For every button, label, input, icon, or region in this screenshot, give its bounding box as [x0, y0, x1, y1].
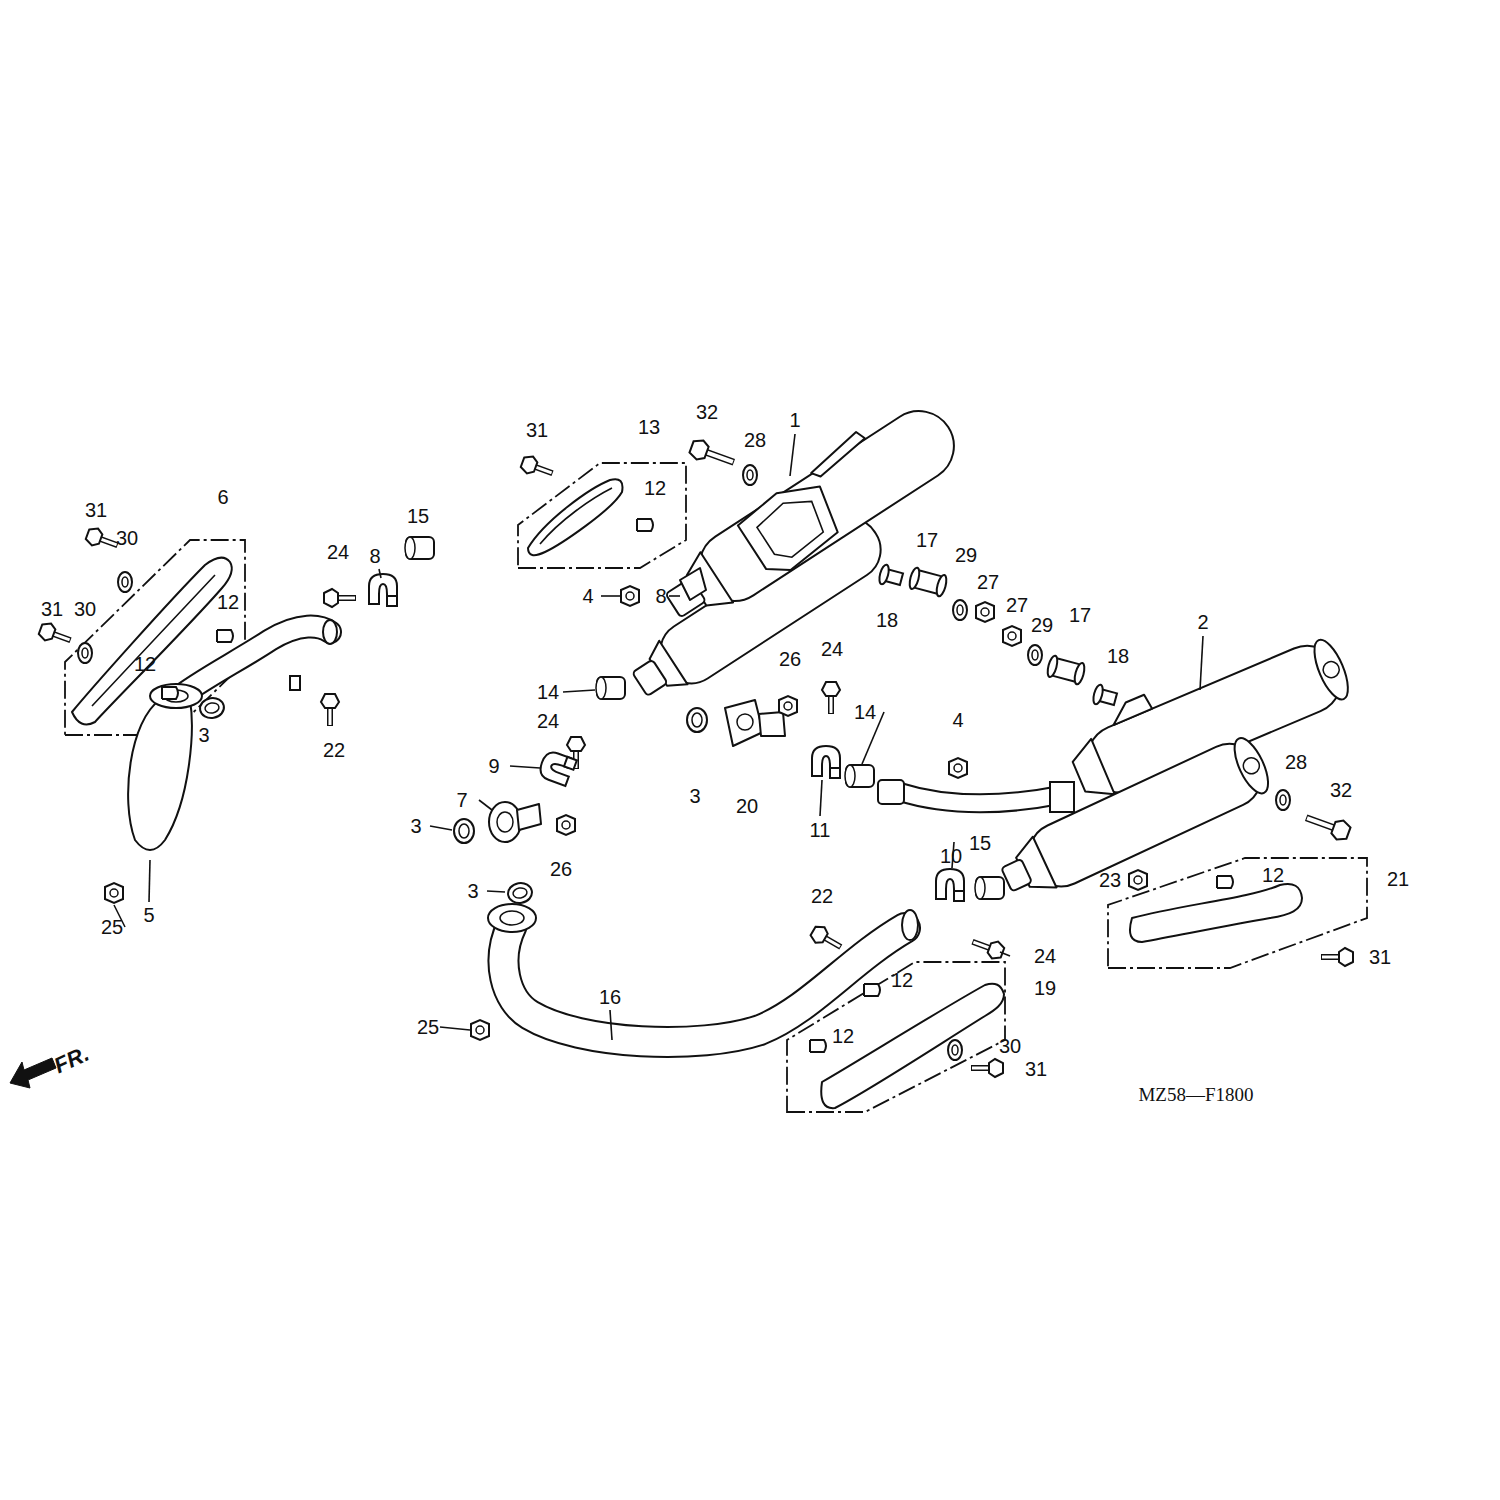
callout-number: 16: [598, 986, 622, 1008]
callout-number: 8: [368, 545, 381, 567]
callout-number: 18: [1106, 645, 1130, 667]
callout-number: 12: [643, 477, 667, 499]
callout-number: 28: [1284, 751, 1308, 773]
callout-number: 29: [954, 544, 978, 566]
callout-number: 28: [743, 429, 767, 451]
callout-number: 12: [890, 969, 914, 991]
callout-number: 2: [1196, 611, 1209, 633]
callout-number: 32: [695, 401, 719, 423]
callout-number: 13: [637, 416, 661, 438]
callout-number: 31: [84, 499, 108, 521]
callout-number: 31: [40, 598, 64, 620]
callout-number: 9: [487, 755, 500, 777]
callout-number: 30: [998, 1035, 1022, 1057]
callout-number: 12: [1261, 864, 1285, 886]
callout-number: 12: [831, 1025, 855, 1047]
callout-number: 29: [1030, 614, 1054, 636]
callout-number: 6: [216, 486, 229, 508]
callout-number: 24: [536, 710, 560, 732]
callout-number: 19: [1033, 977, 1057, 999]
diagram-code: MZ58—F1800: [1137, 1084, 1254, 1106]
callout-number: 10: [939, 845, 963, 867]
front-marker: FR.: [50, 1042, 93, 1078]
callout-number: 7: [455, 789, 468, 811]
callout-number: 23: [1098, 869, 1122, 891]
callout-number: 25: [100, 916, 124, 938]
callout-number: 17: [1068, 604, 1092, 626]
callout-number: 8: [654, 585, 667, 607]
callout-number: 22: [322, 739, 346, 761]
callout-number: 30: [115, 527, 139, 549]
callout-number: 15: [968, 832, 992, 854]
callout-number: 32: [1329, 779, 1353, 801]
callout-number: 31: [1368, 946, 1392, 968]
callout-number: 20: [735, 795, 759, 817]
callout-number: 26: [549, 858, 573, 880]
callout-number: 3: [466, 880, 479, 902]
callout-number: 17: [915, 529, 939, 551]
callout-number: 24: [1033, 945, 1057, 967]
callout-number: 24: [820, 638, 844, 660]
callout-number: 27: [976, 571, 1000, 593]
callout-number: 31: [525, 419, 549, 441]
callout-number: 24: [326, 541, 350, 563]
callout-number: 30: [73, 598, 97, 620]
callout-number: 14: [853, 701, 877, 723]
callout-number: 12: [216, 591, 240, 613]
callout-number: 27: [1005, 594, 1029, 616]
callout-number: 14: [536, 681, 560, 703]
callout-number: 25: [416, 1016, 440, 1038]
callout-number: 21: [1386, 868, 1410, 890]
callout-number: 1: [788, 409, 801, 431]
callout-number: 3: [688, 785, 701, 807]
callout-number: 11: [809, 819, 832, 841]
callout-number: 4: [581, 585, 594, 607]
callout-number: 3: [409, 815, 422, 837]
callout-number: 3: [197, 724, 210, 746]
callout-number: 4: [951, 709, 964, 731]
callout-number: 31: [1024, 1058, 1048, 1080]
callout-number: 12: [133, 653, 157, 675]
callout-number: 22: [810, 885, 834, 907]
callout-number: 5: [142, 904, 155, 926]
callout-number: 15: [406, 505, 430, 527]
callout-number: 26: [778, 648, 802, 670]
callout-number: 18: [875, 609, 899, 631]
